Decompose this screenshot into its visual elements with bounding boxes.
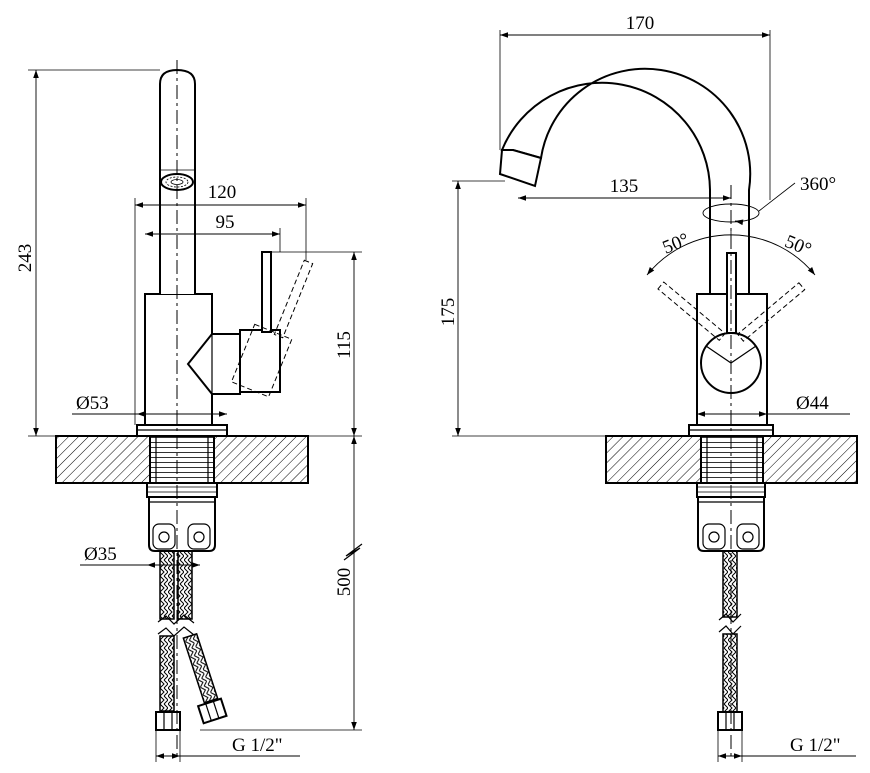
dim-overall-height: 243 xyxy=(15,244,36,273)
dim-lever-reach: 95 xyxy=(216,212,235,233)
dim-side-spout-reach: 135 xyxy=(610,176,639,197)
hose-right-upper xyxy=(177,550,193,620)
dim-lever-angle-left: 50° xyxy=(660,229,693,258)
hose-fitting-right xyxy=(196,697,228,725)
dim-spout-reach: 120 xyxy=(208,182,237,203)
hose-fitting-left xyxy=(155,711,181,731)
countertop-side-left xyxy=(605,435,702,484)
dim-swivel-angle: 360° xyxy=(800,174,836,195)
mixer-cartridge xyxy=(186,333,241,395)
countertop-left xyxy=(55,435,151,484)
hose-fitting-side xyxy=(717,711,743,731)
lever-rod xyxy=(261,251,272,333)
hose-side-upper xyxy=(722,550,738,618)
countertop-right xyxy=(213,435,309,484)
swivel-indicator xyxy=(702,203,760,223)
lever-rotated-right xyxy=(736,282,806,342)
threaded-shank-side xyxy=(700,435,764,484)
spout-outlet xyxy=(498,149,543,188)
front-view: 243 120 95 115 Ø53 Ø35 500 G 1/2" xyxy=(15,60,363,762)
hose-side-lower xyxy=(722,633,738,713)
dim-shank-diameter: Ø35 xyxy=(84,544,117,565)
dim-spout-width: 170 xyxy=(626,13,655,34)
mounting-nut xyxy=(146,482,218,498)
lever-rotated-left xyxy=(657,281,726,342)
mounting-bracket xyxy=(148,496,216,552)
dim-base-diameter-side: Ø44 xyxy=(796,393,829,414)
dim-hose-length: 500 xyxy=(334,568,355,597)
dim-lever-angle-right: 50° xyxy=(782,231,815,260)
lever-tilted-outline xyxy=(230,259,314,398)
dim-base-diameter: Ø53 xyxy=(76,393,109,414)
side-view: 360° 50° 50° 170 135 175 Ø44 G 1/2" xyxy=(438,13,858,762)
hose-left-upper xyxy=(159,550,175,620)
dim-body-height: 115 xyxy=(334,331,355,359)
hose-left-lower xyxy=(159,635,175,712)
dim-hose-thread-side: G 1/2" xyxy=(790,735,841,756)
dim-hose-thread-front: G 1/2" xyxy=(232,735,283,756)
dim-spout-height: 175 xyxy=(438,298,459,327)
lever-cap xyxy=(239,329,281,393)
hose-right-lower xyxy=(182,632,219,704)
countertop-side-right xyxy=(762,435,858,484)
threaded-shank xyxy=(149,435,215,484)
